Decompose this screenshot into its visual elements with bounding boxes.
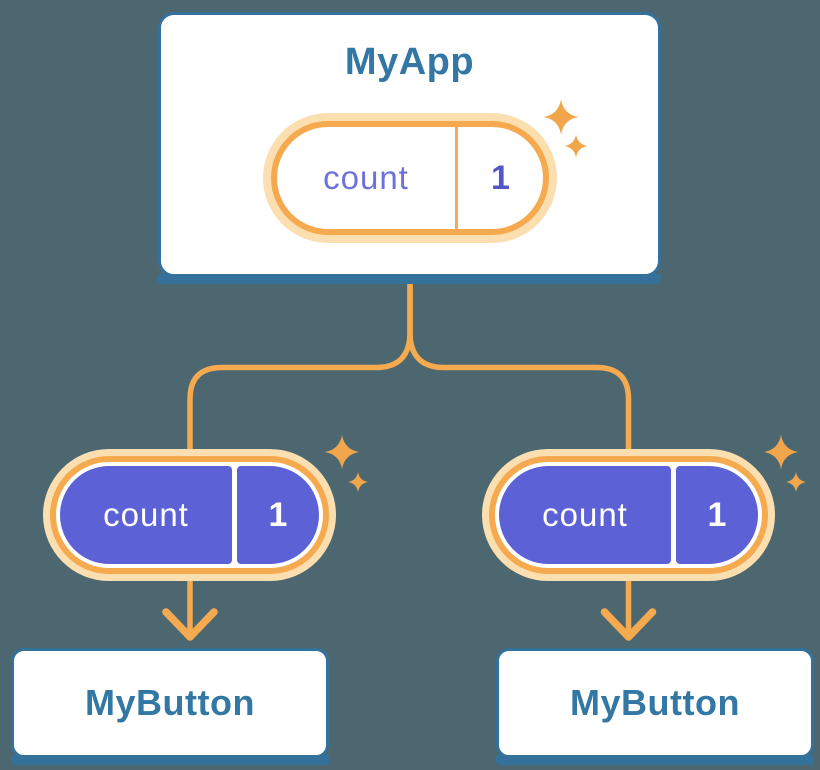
prop-pill-right: count 1 <box>489 456 768 574</box>
pill-divider <box>455 127 458 229</box>
state-pill-value-section: 1 <box>458 127 543 229</box>
node-mybutton-title: MyButton <box>85 682 255 723</box>
edge-myapp-to-left-pill <box>187 277 413 633</box>
prop-pill-label: count <box>542 496 628 533</box>
arrowhead-left-icon <box>162 608 218 641</box>
sparkle-icon <box>348 472 368 492</box>
state-pill-value: 1 <box>491 158 510 197</box>
prop-pill-left: count 1 <box>50 456 329 574</box>
prop-pill-label: count <box>103 496 189 533</box>
prop-pill-label-section: count <box>499 466 671 564</box>
sparkle-icon <box>786 472 806 492</box>
node-mybutton-right: MyButton <box>496 648 814 765</box>
prop-pill-value-section: 1 <box>237 466 319 564</box>
prop-pill-label-section: count <box>60 466 232 564</box>
node-myapp-title: MyApp <box>344 41 475 83</box>
arrowhead-right-icon <box>600 608 657 641</box>
sparkle-icon <box>325 435 359 469</box>
state-pill-label: count <box>323 159 409 196</box>
node-mybutton-title: MyButton <box>570 682 740 723</box>
state-pill-label-section: count <box>277 127 455 229</box>
prop-pill-value-section: 1 <box>676 466 758 564</box>
prop-pill-value: 1 <box>268 495 288 534</box>
edge-myapp-to-right-pill <box>407 277 632 633</box>
prop-pill-value: 1 <box>707 495 727 534</box>
node-mybutton-left: MyButton <box>11 648 329 765</box>
state-pill-myapp: count 1 <box>271 121 549 235</box>
sparkle-icon <box>764 435 798 469</box>
node-myapp: MyApp count 1 <box>158 12 661 284</box>
